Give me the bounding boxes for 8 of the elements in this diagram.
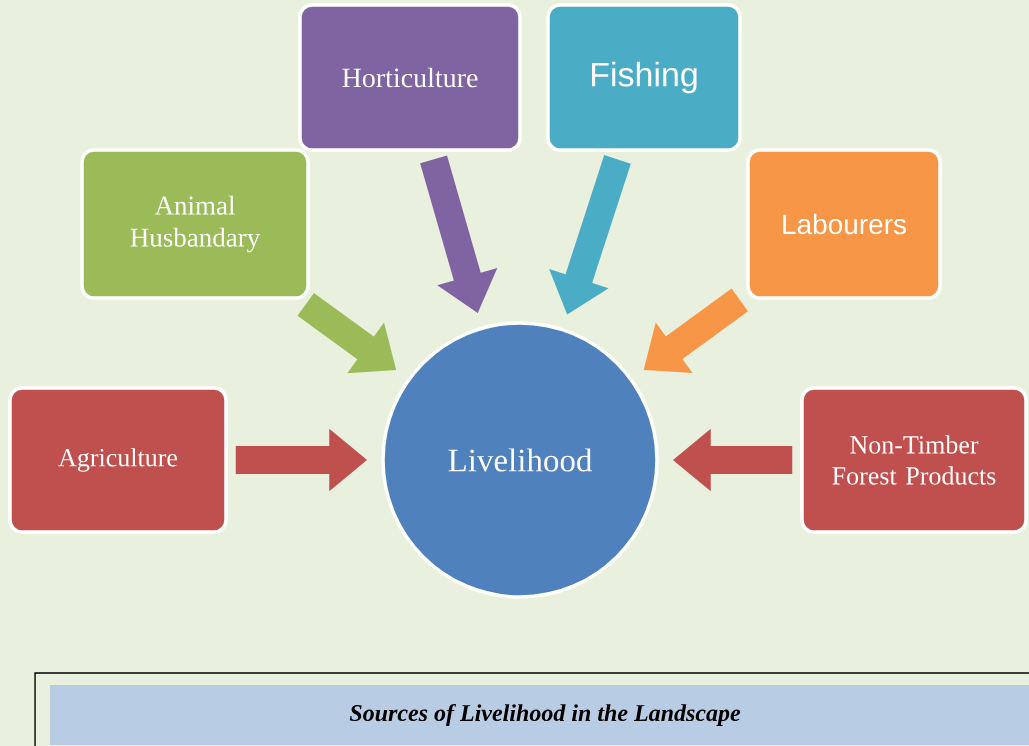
- circle-node: Livelihood: [381, 321, 659, 599]
- source-box: Labourers: [746, 148, 942, 300]
- source-box: Animal Husbandary: [80, 148, 310, 300]
- source-box: Agriculture: [8, 386, 228, 534]
- source-box: Fishing: [546, 3, 742, 152]
- source-box: Horticulture: [298, 3, 522, 152]
- caption-band: Sources of Livelihood in the Landscape: [50, 685, 1029, 745]
- source-box: Non-Timber Forest Products: [800, 386, 1028, 534]
